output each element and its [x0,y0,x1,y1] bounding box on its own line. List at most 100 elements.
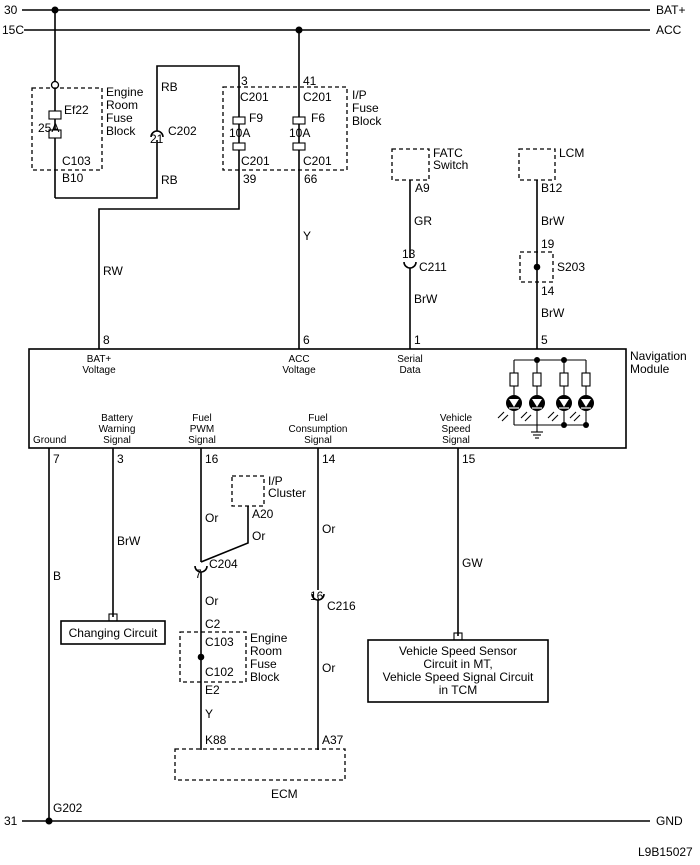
engine-fuse-title-1: Engine [106,85,144,99]
fatc-pin-a9: A9 [415,181,430,195]
fuel-cons-desc-2: Consumption [289,424,348,435]
pin-8-label: 8 [103,333,110,347]
eng2-title-4: Block [250,670,280,684]
ip-cluster-outline [231,475,265,507]
or-cons-bottom-label: Or [322,661,335,675]
pin8-desc-1: BAT+ [87,354,112,365]
fuel-pwm-desc-1: Fuel [192,413,211,424]
pin-14-label: 14 [322,452,336,466]
fuse-ef22-label: Ef22 [64,103,89,117]
eng2-title-2: Room [250,644,282,658]
brw-serial-label: BrW [414,292,438,306]
batt-warn-desc-3: Signal [103,435,131,446]
or-cluster-label: Or [252,529,265,543]
eng2-pin-e2: E2 [205,683,220,697]
engine-fuse-block-lower: C2 C103 C102 E2 Engine Room Fuse Block [179,617,288,697]
ecm-pin-a37: A37 [322,733,344,747]
diagram-id: L9B15027 [638,845,693,859]
vss-label-1: Vehicle Speed Sensor [399,644,517,658]
or-cluster-wire [200,506,249,563]
lcm: LCM B12 [518,146,584,195]
brw-lcm-label: BrW [541,214,565,228]
pin-1-label: 1 [414,333,421,347]
c202-pin: 21 [150,132,164,146]
f6-pin-bottom: 66 [304,172,318,186]
brw-battery-label: BrW [117,534,141,548]
bat-plus-rail: 30 BAT+ [4,3,685,17]
c204-pin: 7 [195,567,202,581]
fuse-c103-connector: C103 [62,154,91,168]
brw-s203-label: BrW [541,306,565,320]
or-pwm-mid-label: Or [205,594,218,608]
ecm-pin-k88: K88 [205,733,227,747]
ip-fuse-block-outline [222,86,348,171]
rb-wire-upper [156,65,240,131]
fatc-label-1: FATC [433,146,463,160]
b-wire-label: B [53,569,61,583]
c211-label: C211 [419,260,447,274]
fatc-switch: FATC Switch A9 [391,146,468,195]
ip-cluster-pin-a20: A20 [252,507,274,521]
f9-pin-top: 3 [241,74,248,88]
batt-warn-desc-2: Warning [99,424,136,435]
rb-wire-label-bottom: RB [161,173,178,187]
lcm-label: LCM [559,146,584,160]
rail-bat-label: BAT+ [656,3,685,17]
led-branch-3 [547,360,572,425]
pin8-desc-2: Voltage [82,365,116,376]
fuse-f6-icon [292,116,306,125]
module-title-2: Module [630,362,670,376]
ip-fuse-title-2: Fuse [352,101,379,115]
batt-warn-desc-1: Battery [101,413,133,424]
led-branch-4 [569,360,594,425]
navigation-module: Navigation Module BAT+ Voltage ACC Volta… [28,348,687,449]
eng2-conn-c103: C103 [205,635,234,649]
fuel-cons-desc-3: Signal [304,435,332,446]
fuse-ef22-rating: 25A [38,121,59,135]
f9-conn-bottom: C201 [241,154,270,168]
y-ecm-wire-label: Y [205,707,213,721]
engine-fuse-title-4: Block [106,124,136,138]
fatc-label-2: Switch [433,158,468,172]
rail-15c-number: 15C [2,23,24,37]
acc-rail: 15C ACC [2,23,682,37]
ground-desc: Ground [33,435,66,446]
vss-desc-2: Speed [442,424,471,435]
engine-fuse-block-outline [31,87,103,171]
lcm-pin-b12: B12 [541,181,563,195]
eng2-pin-c2: C2 [205,617,221,631]
fuse-f9-rating: 10A [229,126,250,140]
rail-31-number: 31 [4,814,18,828]
pin6-desc-2: Voltage [282,365,316,376]
pin-15-label: 15 [462,452,476,466]
rail-30-number: 30 [4,3,18,17]
s203-splice [533,263,541,271]
pin-7-label: 7 [53,452,60,466]
pin1-desc-1: Serial [397,354,423,365]
ecm: K88 A37 ECM [174,733,346,801]
gr-wire-label: GR [414,214,432,228]
ip-cluster: I/P Cluster A20 [231,474,306,521]
fuse-f6-rating: 10A [289,126,310,140]
fuse-f9-label: F9 [249,111,263,125]
fuse-b10-pin: B10 [62,171,84,185]
eng2-title-1: Engine [250,631,288,645]
led-branch-1 [497,360,522,425]
fuel-cons-desc-1: Fuel [308,413,327,424]
fuse-ef22-icon [48,110,62,120]
charging-circuit-box [60,620,166,645]
pin6-desc-1: ACC [288,354,309,365]
eng2-conn-c102: C102 [205,665,234,679]
f9-conn-top: C201 [240,90,269,104]
c211-pin: 13 [402,247,416,261]
fuse-f6-label: F6 [311,111,325,125]
led-branch-2 [520,360,545,425]
ip-fuse-title-3: Block [352,114,382,128]
y-acc-wire-label: Y [303,229,311,243]
engine-fuse-lower-splice [197,653,205,661]
navigation-module-box [28,348,627,449]
f6-conn-top: C201 [303,90,332,104]
c216-pin: 16 [310,589,324,603]
vss-label-2: Circuit in MT, [423,657,492,671]
